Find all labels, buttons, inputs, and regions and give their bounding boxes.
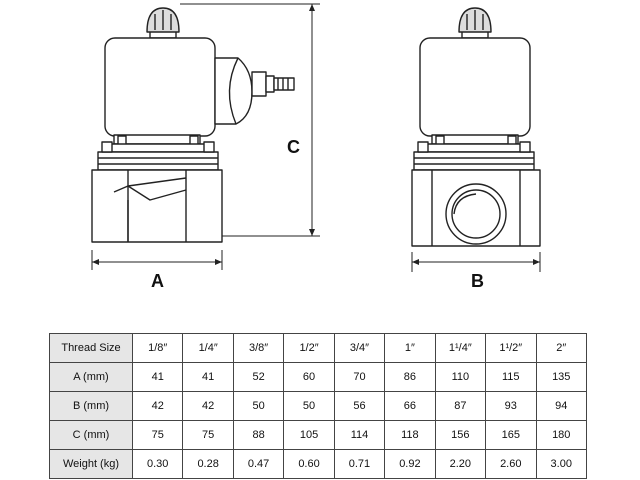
row-label: B (mm) <box>49 391 133 421</box>
table-cell: 93 <box>485 391 537 421</box>
table-cell: 94 <box>535 391 587 421</box>
table-cell: 135 <box>535 362 587 392</box>
table-row-a: A (mm) 41 41 52 60 70 86 110 115 135 <box>49 362 587 392</box>
table-cell: 2.60 <box>485 449 537 479</box>
table-cell: 114 <box>333 420 386 450</box>
table-row-c: C (mm) 75 75 88 105 114 118 156 165 180 <box>49 420 587 450</box>
table-row-b: B (mm) 42 42 50 50 56 66 87 93 94 <box>49 391 587 421</box>
table-cell: 75 <box>131 420 184 450</box>
column-header: 1/2″ <box>283 333 335 363</box>
table-cell: 87 <box>434 391 487 421</box>
column-header: 1¹/2″ <box>485 333 537 363</box>
dimension-b <box>411 252 541 272</box>
dimension-b-label: B <box>471 271 484 291</box>
valve-front-view <box>411 7 541 247</box>
table-cell: 156 <box>434 420 487 450</box>
table-cell: 0.30 <box>131 449 184 479</box>
row-label: A (mm) <box>49 362 133 392</box>
table-cell: 0.71 <box>333 449 386 479</box>
column-header: 1¹/4″ <box>434 333 487 363</box>
dimension-c <box>180 3 320 237</box>
table-cell: 88 <box>232 420 285 450</box>
dimension-c-label: C <box>287 137 300 157</box>
table-cell: 0.92 <box>384 449 436 479</box>
valve-technical-drawing: A B C <box>91 3 541 291</box>
dimension-a-label: A <box>151 271 164 291</box>
row-label: C (mm) <box>49 420 133 450</box>
dimension-a <box>91 250 223 270</box>
table-cell: 2.20 <box>434 449 487 479</box>
table-cell: 180 <box>535 420 587 450</box>
column-header: 2″ <box>535 333 587 363</box>
column-header: 1/4″ <box>182 333 234 363</box>
table-cell: 41 <box>182 362 234 392</box>
table-cell: 66 <box>384 391 436 421</box>
table-cell: 41 <box>131 362 184 392</box>
table-cell: 0.60 <box>283 449 335 479</box>
table-cell: 50 <box>232 391 285 421</box>
column-header: 1/8″ <box>131 333 184 363</box>
table-row-thread-size: Thread Size 1/8″ 1/4″ 3/8″ 1/2″ 3/4″ 1″ … <box>49 333 587 363</box>
table-cell: 70 <box>333 362 386 392</box>
table-cell: 3.00 <box>535 449 587 479</box>
table-cell: 52 <box>232 362 285 392</box>
table-cell: 60 <box>283 362 335 392</box>
table-cell: 105 <box>283 420 335 450</box>
table-cell: 86 <box>384 362 436 392</box>
table-cell: 115 <box>485 362 537 392</box>
table-row-weight: Weight (kg) 0.30 0.28 0.47 0.60 0.71 0.9… <box>49 449 587 479</box>
table-cell: 75 <box>182 420 234 450</box>
column-header: 1″ <box>384 333 436 363</box>
table-cell: 0.47 <box>232 449 285 479</box>
spec-table: Thread Size 1/8″ 1/4″ 3/8″ 1/2″ 3/4″ 1″ … <box>49 333 587 479</box>
valve-side-view <box>91 7 295 243</box>
column-header: 3/4″ <box>333 333 386 363</box>
row-label: Weight (kg) <box>49 449 133 479</box>
column-header: 3/8″ <box>232 333 285 363</box>
table-cell: 42 <box>182 391 234 421</box>
table-cell: 56 <box>333 391 386 421</box>
table-cell: 50 <box>283 391 335 421</box>
table-cell: 165 <box>485 420 537 450</box>
table-cell: 42 <box>131 391 184 421</box>
table-cell: 118 <box>384 420 436 450</box>
table-cell: 0.28 <box>182 449 234 479</box>
table-cell: 110 <box>434 362 487 392</box>
table-header-thread-size: Thread Size <box>49 333 133 363</box>
